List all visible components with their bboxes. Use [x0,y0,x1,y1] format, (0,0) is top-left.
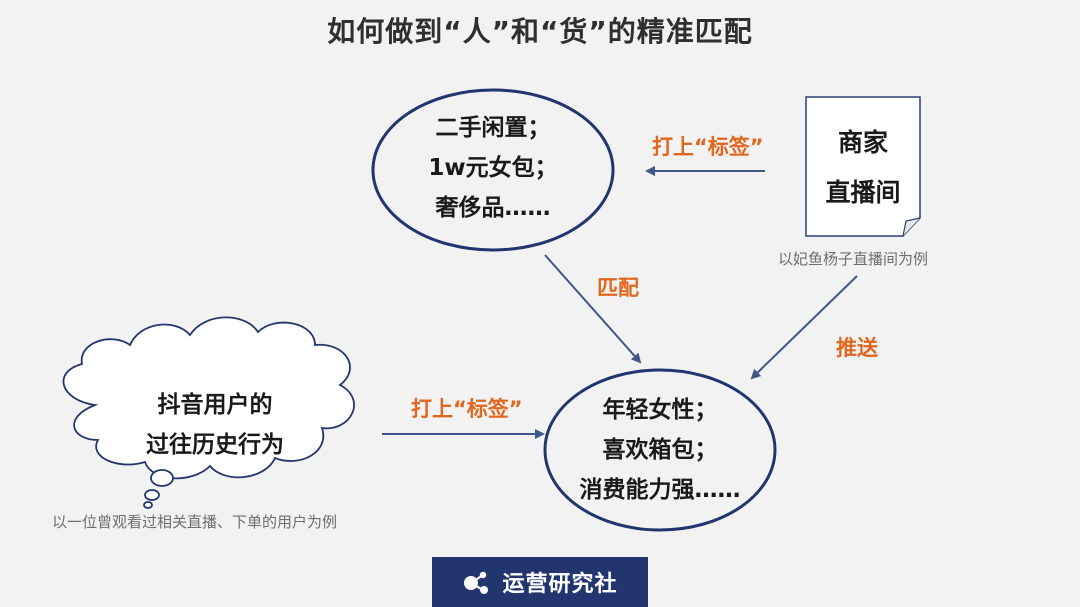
product-ellipse [371,88,615,252]
match-label: 匹配 [597,276,639,300]
behavior-caption: 以一位曾观看过相关直播、下单的用户为例 [52,513,338,531]
product-line-2: 1w元女包； [428,155,558,181]
behavior-cloud-shape [62,316,355,509]
merchant-line-2: 直播间 [825,178,901,207]
tag-label-top: 打上“标签” [652,135,764,159]
product-ellipse-text: 二手闲置； 1w元女包； 奢侈品…… [393,108,593,228]
merchant-line-1: 商家 [837,128,888,157]
behavior-cloud-text: 抖音用户的 过往历史行为 [95,385,335,465]
push-label: 推送 [836,336,878,360]
behavior-line-2: 过往历史行为 [146,432,284,458]
merchant-caption: 以妃鱼杨子直播间为例 [778,250,929,268]
product-line-3: 奢侈品…… [435,195,551,221]
product-line-1: 二手闲置； [435,115,551,141]
merchant-doc-text: 商家 直播间 [806,118,920,218]
user-line-3: 消费能力强…… [579,477,741,503]
user-ellipse [543,368,777,532]
user-line-1: 年轻女性； [602,397,718,423]
user-ellipse-text: 年轻女性； 喜欢箱包； 消费能力强…… [565,390,755,510]
user-line-2: 喜欢箱包； [602,437,718,463]
behavior-line-1: 抖音用户的 [157,392,273,418]
tag-label-bottom: 打上“标签” [411,397,523,421]
arrow-match [544,254,642,364]
molecule-logo-icon [462,569,492,595]
brand-name: 运营研究社 [502,572,618,597]
brand-footer: 运营研究社 [432,557,648,607]
merchant-doc-shape [805,96,921,237]
arrow-push [750,275,858,380]
page-title: 如何做到“人”和“货”的精准匹配 [327,15,753,48]
